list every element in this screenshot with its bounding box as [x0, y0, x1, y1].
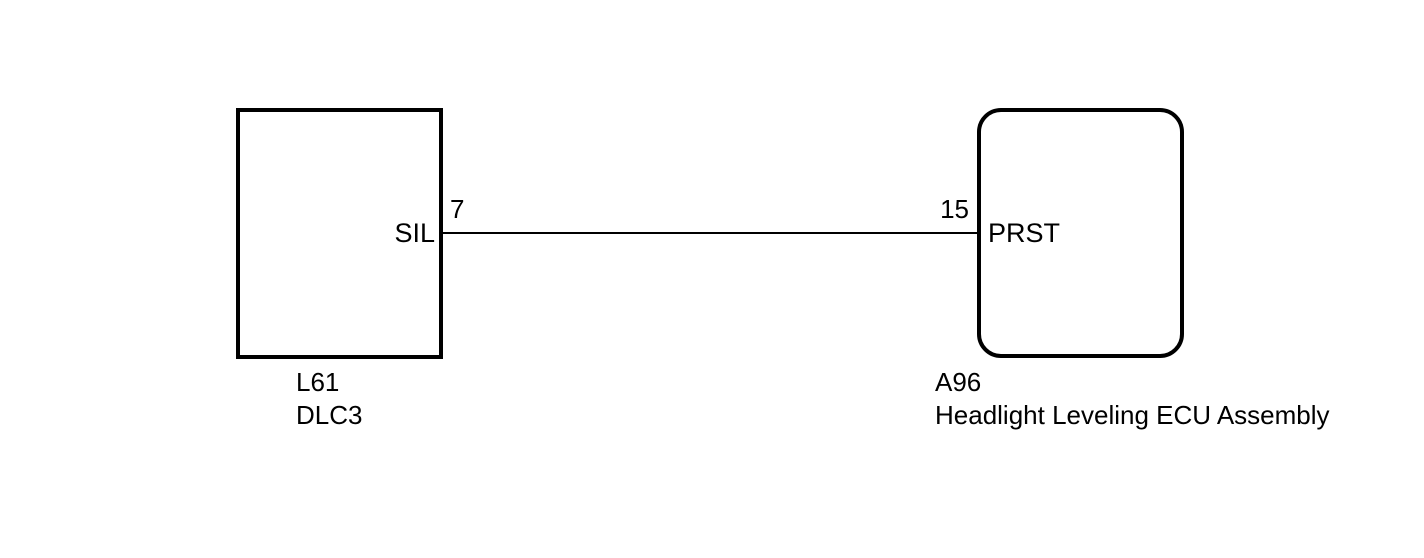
pin-number-15: 15: [940, 194, 969, 224]
terminal-label-prst: PRST: [988, 218, 1061, 248]
terminal-label-sil: SIL: [394, 218, 435, 248]
component-code-l61: L61: [296, 367, 340, 397]
connector-box-headlight-leveling-ecu: [977, 108, 1184, 358]
pin-number-7: 7: [450, 194, 465, 224]
connector-box-dlc3: [236, 108, 443, 359]
component-code-a96: A96: [935, 367, 982, 397]
component-name-headlight-leveling-ecu-assembly: Headlight Leveling ECU Assembly: [935, 400, 1330, 430]
component-caption-dlc3: L61 DLC3: [296, 366, 362, 432]
component-caption-headlight-leveling-ecu: A96 Headlight Leveling ECU Assembly: [935, 366, 1330, 432]
component-name-dlc3: DLC3: [296, 400, 363, 430]
wire-sil-to-prst: [443, 232, 977, 234]
